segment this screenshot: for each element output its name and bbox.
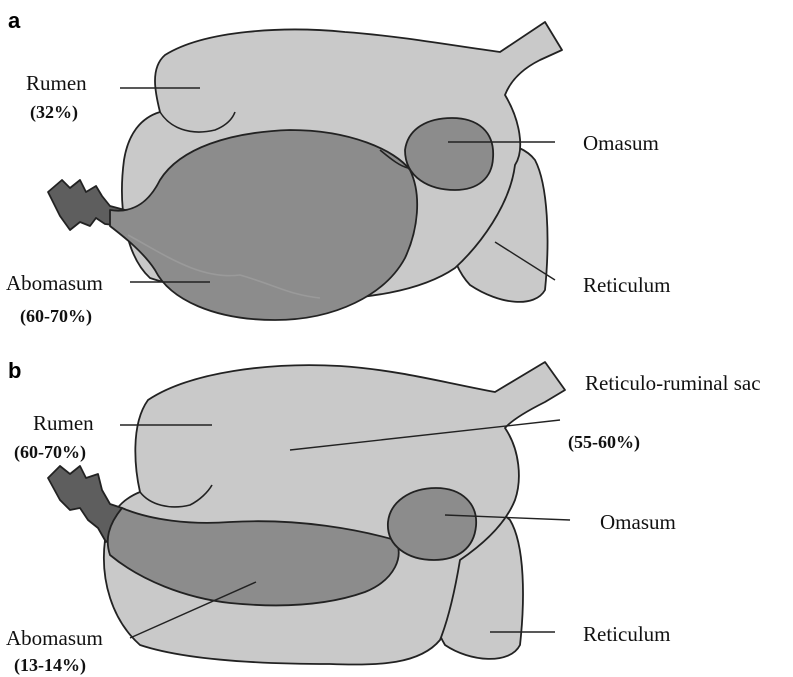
panel-a-letter: a	[8, 8, 21, 33]
panel-a-omasum-shape	[405, 118, 493, 190]
panel-b-reticulum-label: Reticulum	[583, 622, 671, 646]
panel-a-rumen-pct: (32%)	[30, 102, 78, 123]
panel-b-rumen-label: Rumen	[33, 411, 94, 435]
panel-b-omasum-label: Omasum	[600, 510, 676, 534]
panel-b-abomasum-pct: (13-14%)	[14, 655, 86, 676]
panel-b-omasum-shape	[388, 488, 476, 560]
panel-a-omasum-label: Omasum	[583, 131, 659, 155]
panel-a-abomasum-label: Abomasum	[6, 271, 103, 295]
panel-b-rumen-pct: (60-70%)	[14, 442, 86, 463]
panel-a: a Rumen (32%) Omasum Abomasum (60-70%) R…	[6, 8, 671, 327]
panel-a-rumen-label: Rumen	[26, 71, 87, 95]
panel-b-sac-label: Reticulo-ruminal sac	[585, 371, 761, 395]
panel-a-reticulum-label: Reticulum	[583, 273, 671, 297]
panel-b: b Rumen (60-70%) Reticulo-ruminal sac (5…	[6, 358, 761, 676]
panel-a-abomasum-pct: (60-70%)	[20, 306, 92, 327]
panel-b-sac-pct: (55-60%)	[568, 432, 640, 453]
panel-b-abomasum-label: Abomasum	[6, 626, 103, 650]
panel-b-letter: b	[8, 358, 21, 383]
